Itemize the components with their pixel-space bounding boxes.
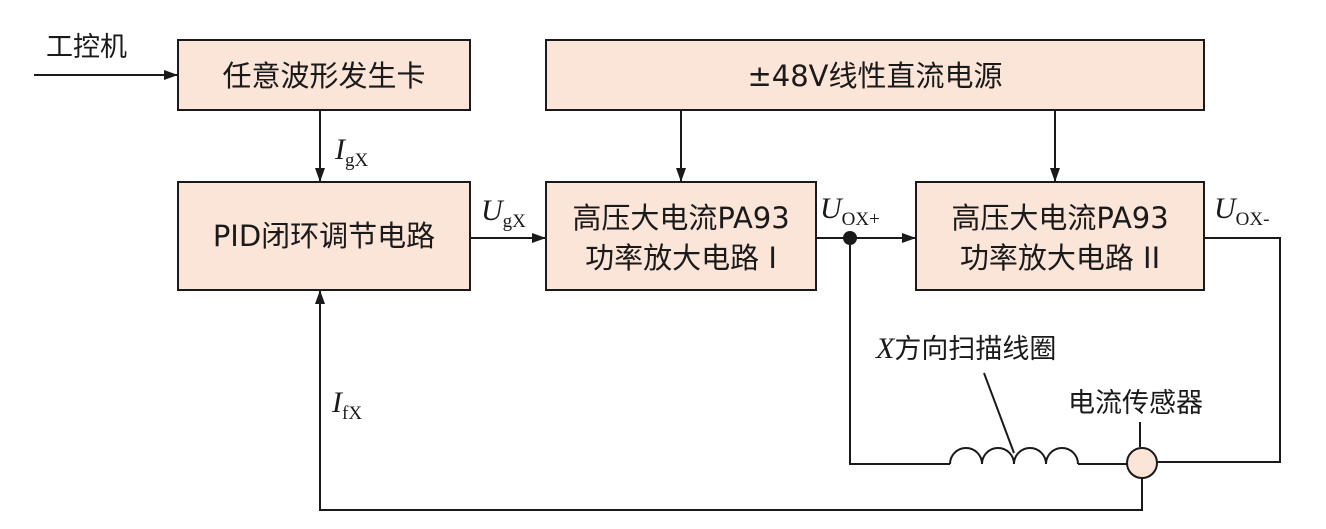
sensor-label: 电流传感器 [1068,388,1203,419]
ipc-label: 工控机 [46,32,127,63]
junction-to-coil-wire [849,238,950,465]
amp1-label-line2: 功率放大电路 I [585,241,777,275]
awg-card-label: 任意波形发生卡 [222,59,425,93]
power-supply-block [545,39,1205,111]
amp1-block [545,181,817,291]
amp2-output-wire [1157,237,1281,463]
amp2-label-line1: 高压大电流PA93 [951,201,1168,235]
power-supply-label: ±48V线性直流电源 [747,59,1002,93]
uox-minus-label: UOX- [1214,192,1269,230]
pid-block [177,181,471,291]
uox-plus-label: UOX+ [820,192,880,230]
amp2-label-line2: 功率放大电路 II [960,241,1160,275]
coil-inductor [949,447,1079,465]
awg-card-block [177,39,471,111]
igx-label: IgX [334,133,369,171]
coil-leader-line [983,372,1015,454]
feedback-wire [315,290,1143,511]
ifx-label: IfX [331,386,362,424]
current-sensor-symbol [1126,447,1158,479]
amp2-block [915,181,1205,291]
coil-label: X方向扫描线圈 [875,332,1056,365]
amp1-label-line1: 高压大电流PA93 [572,201,789,235]
ugx-label: UgX [481,194,526,232]
pid-label: PID闭环调节电路 [213,219,435,253]
